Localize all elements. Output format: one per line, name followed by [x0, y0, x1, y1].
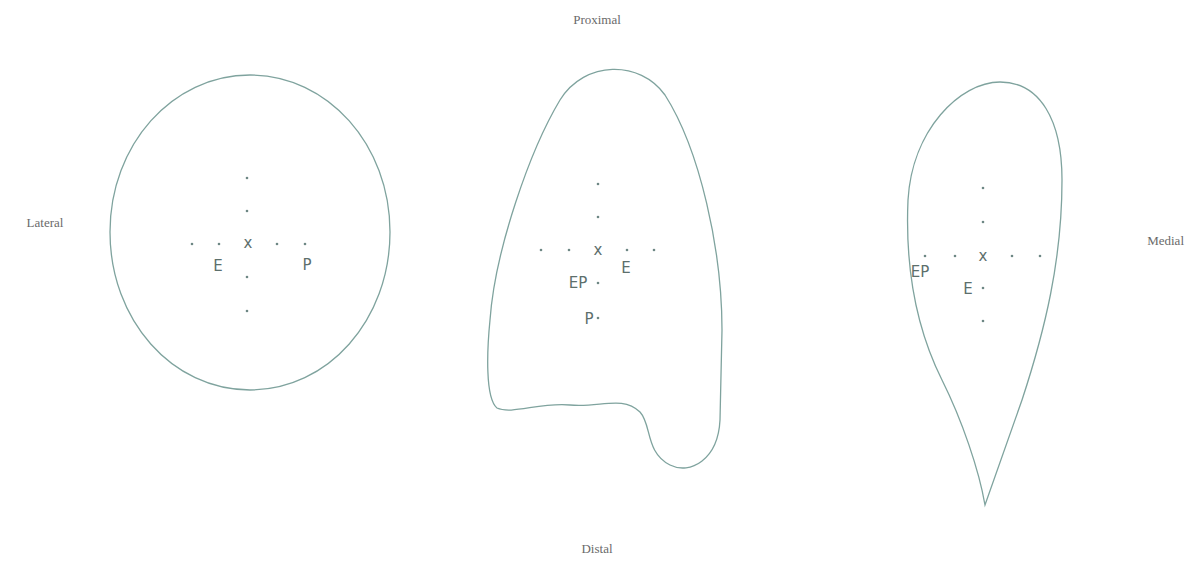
point-label: x	[244, 236, 253, 251]
outline-shape	[482, 62, 728, 476]
direction-label: Medial	[1147, 234, 1184, 247]
section-outline: xE EP P	[482, 62, 728, 476]
outline-shape	[900, 76, 1068, 510]
section-outline: EP xE	[900, 76, 1068, 510]
point-label: x	[979, 249, 988, 264]
point-label: EP	[569, 276, 588, 291]
direction-label: Distal	[581, 542, 612, 555]
point-label: P	[302, 258, 311, 273]
outline-path	[110, 75, 390, 390]
outline-path	[908, 82, 1062, 505]
section-outline: xE P	[104, 70, 396, 396]
outline-shape	[104, 70, 396, 396]
outline-path	[488, 69, 722, 468]
point-label: E	[963, 282, 972, 297]
point-label: EP	[911, 265, 930, 280]
point-label: x	[594, 243, 603, 258]
direction-label: Lateral	[27, 216, 64, 229]
direction-label: Proximal	[573, 13, 621, 26]
point-label: E	[213, 259, 222, 274]
point-label: P	[584, 312, 593, 327]
point-label: E	[621, 261, 630, 276]
